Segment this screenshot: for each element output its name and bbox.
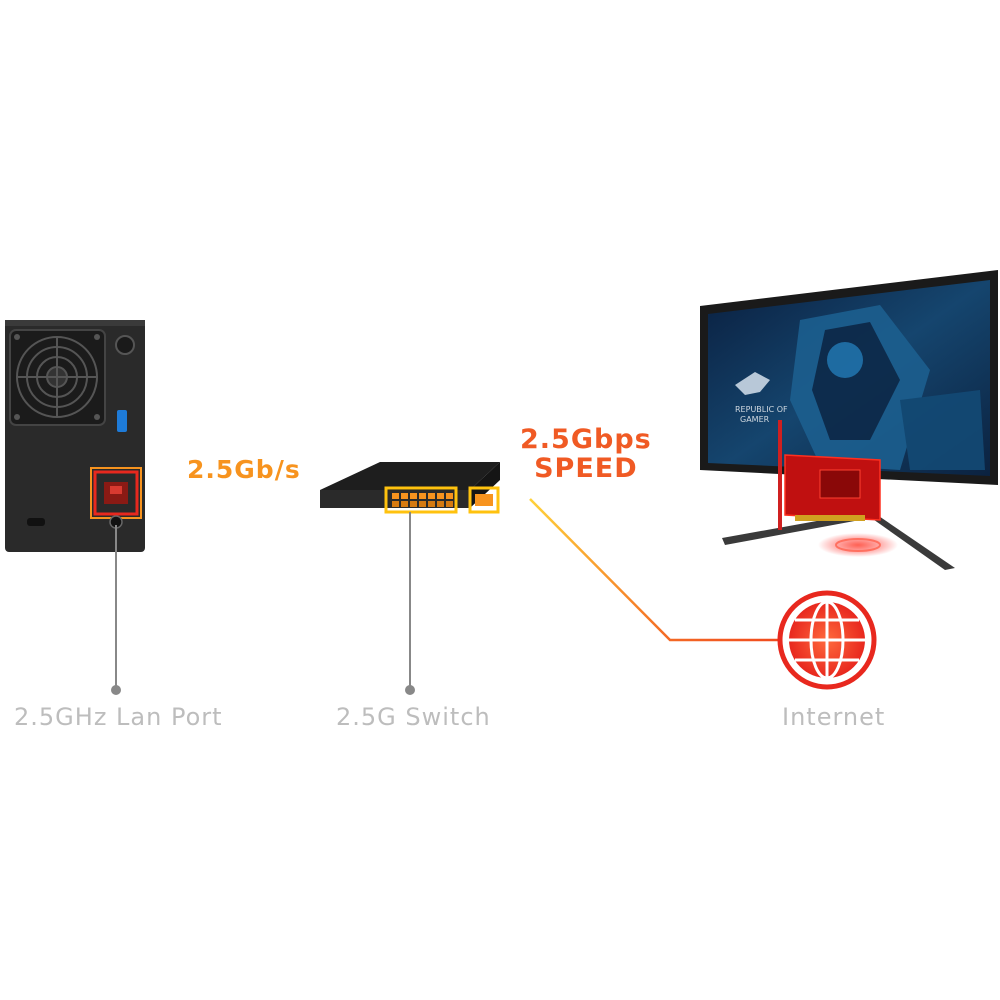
switch-top [320, 462, 500, 490]
switch-ports [392, 493, 453, 507]
fan-icon [9, 329, 106, 426]
monitor-base-glow [818, 533, 898, 557]
switch-ports-highlight [384, 486, 458, 514]
svg-text:GAMER: GAMER [740, 415, 770, 424]
switch-device [320, 462, 500, 514]
globe-icon [777, 590, 877, 690]
link-speed-label: 2.5Gb/s [187, 455, 301, 484]
switch-callout [405, 512, 415, 695]
kensington-slot-icon [27, 518, 45, 526]
nas-port-caption: 2.5GHz Lan Port [14, 703, 223, 731]
pc-speed-label: 2.5Gbps SPEED [520, 425, 652, 483]
internet-caption: Internet [782, 703, 886, 731]
rog-logo-text: REPUBLIC OF [735, 405, 788, 414]
pc-speed-line1: 2.5Gbps [520, 424, 652, 455]
rog-logo-icon: REPUBLIC OF GAMER [735, 372, 788, 424]
network-card [778, 420, 881, 530]
power-button-icon [115, 335, 135, 355]
switch-caption: 2.5G Switch [336, 703, 491, 731]
usb-port-icon [117, 410, 127, 432]
monitor-stand-leg-right [860, 510, 955, 570]
switch-uplink-highlight [468, 486, 500, 514]
monitor-artwork [790, 305, 985, 470]
monitor-device: REPUBLIC OF GAMER [700, 270, 998, 570]
nas-device [5, 320, 145, 552]
pc-speed-line2: SPEED [534, 453, 638, 484]
monitor-stand-leg-left [722, 515, 860, 545]
cable-switch-to-internet [529, 498, 782, 642]
nas-callout [111, 525, 121, 695]
cables [140, 497, 790, 642]
